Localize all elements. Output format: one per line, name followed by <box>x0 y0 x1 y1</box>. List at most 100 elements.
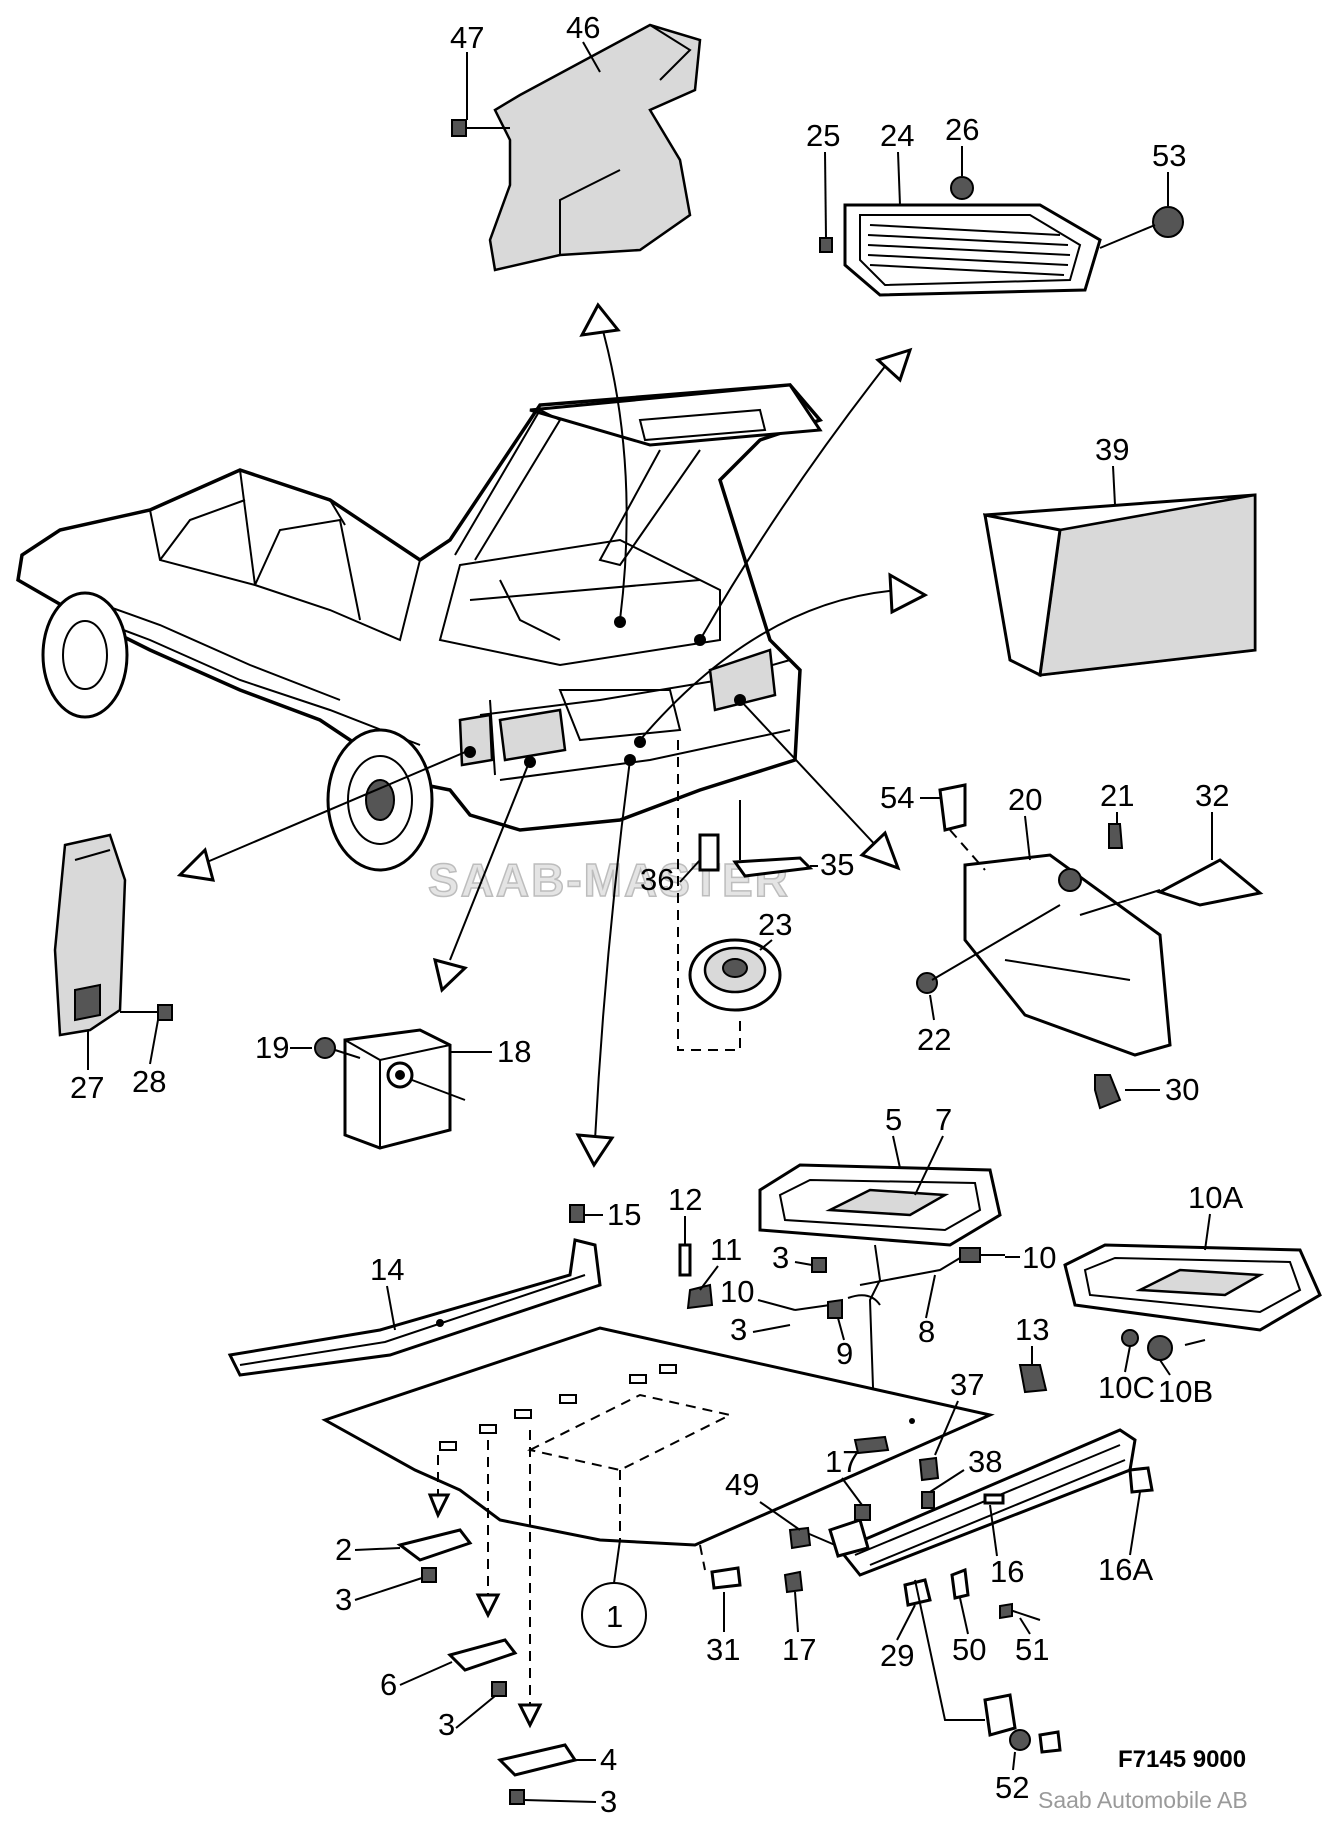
svg-text:10C: 10C <box>1098 1370 1155 1405</box>
part-1-floor-panel <box>321 1326 995 1710</box>
callout-5: 5 <box>885 1102 902 1169</box>
callout-31: 31 <box>706 1592 740 1667</box>
callout-54: 54 <box>880 780 940 815</box>
svg-text:27: 27 <box>70 1070 104 1105</box>
callout-52: 52 <box>995 1751 1029 1805</box>
callout-17a: 17 <box>825 1444 863 1506</box>
svg-text:3: 3 <box>335 1582 352 1617</box>
callout-17b: 17 <box>782 1591 816 1667</box>
svg-text:6: 6 <box>380 1667 397 1702</box>
callout-35: 35 <box>810 847 854 882</box>
callout-11: 11 <box>699 1232 742 1291</box>
svg-text:29: 29 <box>880 1638 914 1673</box>
callout-14: 14 <box>370 1252 404 1331</box>
callout-3e: 3 <box>523 1784 617 1819</box>
svg-text:12: 12 <box>668 1182 702 1217</box>
svg-text:31: 31 <box>706 1632 740 1667</box>
callout-3b: 3 <box>730 1312 791 1347</box>
svg-text:4: 4 <box>600 1742 617 1777</box>
svg-text:8: 8 <box>918 1314 935 1349</box>
svg-text:52: 52 <box>995 1770 1029 1805</box>
callout-28: 28 <box>132 1019 166 1099</box>
part-20-side-panel <box>916 783 1264 1110</box>
figure-code: F7145 9000 <box>1118 1746 1246 1773</box>
callout-3c: 3 <box>335 1577 423 1617</box>
callout-50: 50 <box>952 1597 986 1667</box>
callout-29: 29 <box>880 1604 916 1673</box>
callout-19: 19 <box>255 1030 312 1065</box>
callout-9: 9 <box>836 1317 853 1371</box>
svg-text:11: 11 <box>710 1232 742 1267</box>
svg-text:18: 18 <box>497 1034 531 1069</box>
callout-20: 20 <box>1008 782 1042 861</box>
svg-text:17: 17 <box>782 1632 816 1667</box>
svg-text:30: 30 <box>1165 1072 1199 1107</box>
svg-text:5: 5 <box>885 1102 902 1137</box>
callout-39: 39 <box>1095 432 1129 506</box>
callout-27: 27 <box>70 1030 104 1105</box>
callout-8: 8 <box>918 1274 936 1349</box>
svg-text:15: 15 <box>607 1197 641 1232</box>
part-18-bracket <box>314 1028 466 1150</box>
svg-text:51: 51 <box>1015 1632 1049 1667</box>
callout-15: 15 <box>569 1197 641 1232</box>
callout-10A: 10A <box>1188 1180 1243 1251</box>
svg-text:39: 39 <box>1095 432 1129 467</box>
svg-text:3: 3 <box>600 1784 617 1819</box>
callout-22: 22 <box>917 994 951 1057</box>
callout-13: 13 <box>1015 1312 1049 1365</box>
svg-text:10: 10 <box>1022 1240 1056 1275</box>
svg-text:28: 28 <box>132 1064 166 1099</box>
part-27-side-pocket <box>53 833 173 1037</box>
callout-6: 6 <box>380 1661 453 1702</box>
callout-16A: 16A <box>1098 1491 1153 1587</box>
part-23-speaker <box>677 740 814 1051</box>
part-31-bolt <box>710 1566 742 1590</box>
svg-text:24: 24 <box>880 118 914 153</box>
svg-text:3: 3 <box>438 1707 455 1742</box>
svg-text:26: 26 <box>945 112 979 147</box>
callout-51: 51 <box>1015 1617 1049 1667</box>
callout-16: 16 <box>989 1504 1024 1589</box>
callout-36: 36 <box>640 859 701 897</box>
svg-text:53: 53 <box>1152 138 1186 173</box>
svg-text:2: 2 <box>335 1532 352 1567</box>
callout-32: 32 <box>1195 778 1229 860</box>
svg-text:19: 19 <box>255 1030 289 1065</box>
svg-text:36: 36 <box>640 862 674 897</box>
svg-text:54: 54 <box>880 780 914 815</box>
callout-2: 2 <box>335 1532 401 1567</box>
part-8-9-cable <box>678 1243 1048 1446</box>
callout-26: 26 <box>945 112 979 176</box>
part-24-vent-grille <box>819 176 1184 297</box>
svg-text:38: 38 <box>968 1444 1002 1479</box>
svg-text:32: 32 <box>1195 778 1229 813</box>
callout-53: 53 <box>1152 138 1186 206</box>
svg-text:20: 20 <box>1008 782 1042 817</box>
callout-4: 4 <box>573 1742 617 1777</box>
svg-text:37: 37 <box>950 1367 984 1402</box>
svg-text:1: 1 <box>606 1599 623 1634</box>
svg-text:13: 13 <box>1015 1312 1049 1347</box>
callout-18: 18 <box>450 1034 531 1069</box>
callout-37: 37 <box>918 1367 984 1482</box>
callout-49: 49 <box>725 1467 801 1531</box>
svg-text:17: 17 <box>825 1444 859 1479</box>
svg-text:47: 47 <box>450 20 484 55</box>
callout-1: 1 <box>581 1539 647 1648</box>
part-14-sill-strip <box>227 1238 602 1377</box>
callout-10C: 10C <box>1098 1345 1155 1405</box>
part-16-rail <box>783 1428 1154 1754</box>
svg-text:35: 35 <box>820 847 854 882</box>
callout-10a: 10 <box>1005 1240 1056 1275</box>
svg-text:22: 22 <box>917 1022 951 1057</box>
svg-text:16: 16 <box>990 1554 1024 1589</box>
callout-3d: 3 <box>438 1695 496 1742</box>
svg-text:10: 10 <box>720 1274 754 1309</box>
svg-text:14: 14 <box>370 1252 404 1287</box>
car-illustration <box>16 383 824 872</box>
svg-text:7: 7 <box>935 1102 952 1137</box>
svg-text:23: 23 <box>758 907 792 942</box>
svg-text:10B: 10B <box>1158 1374 1213 1409</box>
callout-46: 46 <box>566 10 601 73</box>
